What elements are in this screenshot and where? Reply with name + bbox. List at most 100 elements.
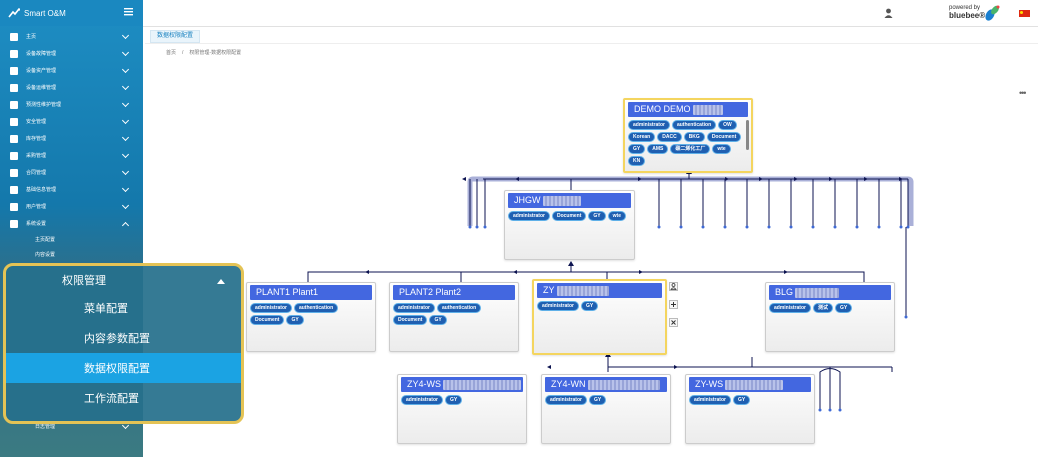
sidebar-item-4[interactable]: 预测性维护管理 — [0, 96, 143, 113]
submenu-item-0[interactable]: 菜单配置 — [84, 303, 128, 315]
permission-tag: authentication — [671, 120, 717, 130]
sidebar-item-log-management[interactable]: 日志管理 — [0, 418, 143, 434]
brand-name: bluebee® — [949, 11, 986, 20]
permission-tag: GY — [444, 395, 463, 405]
sidebar-subitem-0[interactable]: 主页配置 — [35, 237, 56, 243]
phone-icon — [10, 49, 18, 58]
sidebar-item-11[interactable]: 系统设置 — [0, 215, 143, 232]
permission-submenu-popup: 权限管理 菜单配置内容参数配置数据权限配置工作流配置 — [3, 263, 244, 424]
node-scrollbar[interactable] — [746, 120, 749, 150]
permission-tag: authentication — [293, 303, 339, 313]
sidebar-item-10[interactable]: 用户管理 — [0, 198, 143, 215]
sidebar-item-label: 设备资产管理 — [26, 68, 57, 74]
permission-tag: GY — [834, 303, 853, 313]
user-add-icon — [670, 283, 677, 290]
permission-tag: wte — [607, 211, 626, 221]
delete-node-button[interactable] — [669, 318, 678, 327]
submenu-title: 权限管理 — [62, 274, 106, 287]
person-icon — [10, 100, 18, 109]
warning-icon — [10, 117, 18, 126]
node-title-text: ZY4-WS — [407, 379, 442, 389]
sidebar-item-8[interactable]: 合同管理 — [0, 164, 143, 181]
tab-data-permission[interactable]: 数据权限配置 — [150, 30, 201, 43]
sidebar-item-label: 系统设置 — [26, 221, 47, 227]
end-dots — [468, 225, 910, 412]
node-title-text: ZY-WS — [695, 379, 724, 389]
permission-tag: DACC — [657, 132, 682, 142]
copy-icon — [10, 168, 18, 177]
more-options-button[interactable]: ••• — [1019, 88, 1027, 98]
redacted-text — [725, 379, 784, 390]
menu-toggle-icon[interactable] — [124, 7, 133, 16]
add-user-button[interactable] — [669, 282, 678, 291]
sidebar-item-9[interactable]: 基础信息管理 — [0, 181, 143, 198]
redacted-text — [587, 379, 660, 390]
sidebar-item-1[interactable]: 设备故障管理 — [0, 45, 143, 62]
permission-tag: 碳二烯化工厂 — [670, 144, 711, 154]
node-title: JHGW — [508, 193, 631, 208]
chevron-icon — [121, 184, 130, 193]
redacted-text — [556, 285, 609, 296]
sidebar-subitem-1[interactable]: 内容设置 — [35, 252, 56, 258]
submenu-header[interactable]: 权限管理 — [6, 266, 241, 293]
gear-icon — [10, 219, 18, 228]
sidebar-item-label: 设备故障管理 — [26, 51, 57, 57]
submenu-item-2[interactable]: 数据权限配置 — [6, 353, 241, 383]
app-title: Smart O&M — [24, 8, 66, 18]
add-node-button[interactable] — [669, 300, 678, 309]
redacted-text — [692, 104, 723, 115]
sidebar-item-2[interactable]: 设备资产管理 — [0, 62, 143, 79]
chevron-icon — [121, 167, 130, 176]
china-flag-icon[interactable] — [1019, 10, 1030, 17]
sidebar-item-label: 预测性维护管理 — [26, 102, 62, 108]
node-title-text: BLG — [775, 287, 794, 297]
breadcrumb-home[interactable]: 首页 — [166, 50, 177, 56]
top-bar: powered by bluebee® — [143, 0, 1038, 27]
node-title: ZY4-WS — [401, 377, 523, 392]
sidebar-item-5[interactable]: 安全管理 — [0, 113, 143, 130]
breadcrumb-current: 权限管理-数据权限配置 — [189, 50, 242, 56]
redacted-text — [443, 379, 522, 390]
sidebar-item-label: 采购管理 — [26, 153, 47, 159]
permission-tag: Document — [393, 315, 428, 325]
sidebar-item-0[interactable]: 主页 — [0, 28, 143, 45]
sidebar-item-3[interactable]: 设备运维管理 — [0, 79, 143, 96]
node-title: BLG — [769, 285, 891, 300]
permission-tag: OW — [718, 120, 737, 130]
node-title-text: PLANT1 Plant1 — [256, 287, 319, 297]
permission-tag: GY — [588, 211, 606, 221]
sidebar-item-label: 用户管理 — [26, 204, 47, 210]
permission-tag: administrator — [689, 395, 731, 405]
chevron-icon — [121, 221, 130, 230]
node-title: PLANT1 Plant1 — [250, 285, 372, 300]
sidebar-nav: 主页设备故障管理设备资产管理设备运维管理预测性维护管理安全管理库存管理采购管理合… — [0, 28, 143, 262]
submenu-item-1[interactable]: 内容参数配置 — [84, 333, 150, 345]
permission-tag: GY — [732, 395, 751, 405]
sidebar-item-6[interactable]: 库存管理 — [0, 130, 143, 147]
submenu-item-3[interactable]: 工作流配置 — [84, 393, 139, 405]
user-icon[interactable] — [884, 8, 893, 18]
permission-tag: Document — [250, 315, 285, 325]
permission-tag: AMS — [647, 144, 669, 154]
permission-tag: administrator — [769, 303, 811, 313]
info-icon — [10, 83, 18, 92]
sidebar-item-7[interactable]: 采购管理 — [0, 147, 143, 164]
node-title-text: PLANT2 Plant2 — [399, 287, 462, 297]
sidebar-item-label: 日志管理 — [35, 423, 56, 430]
permission-tag: administrator — [628, 120, 670, 130]
chevron-icon — [121, 201, 130, 210]
